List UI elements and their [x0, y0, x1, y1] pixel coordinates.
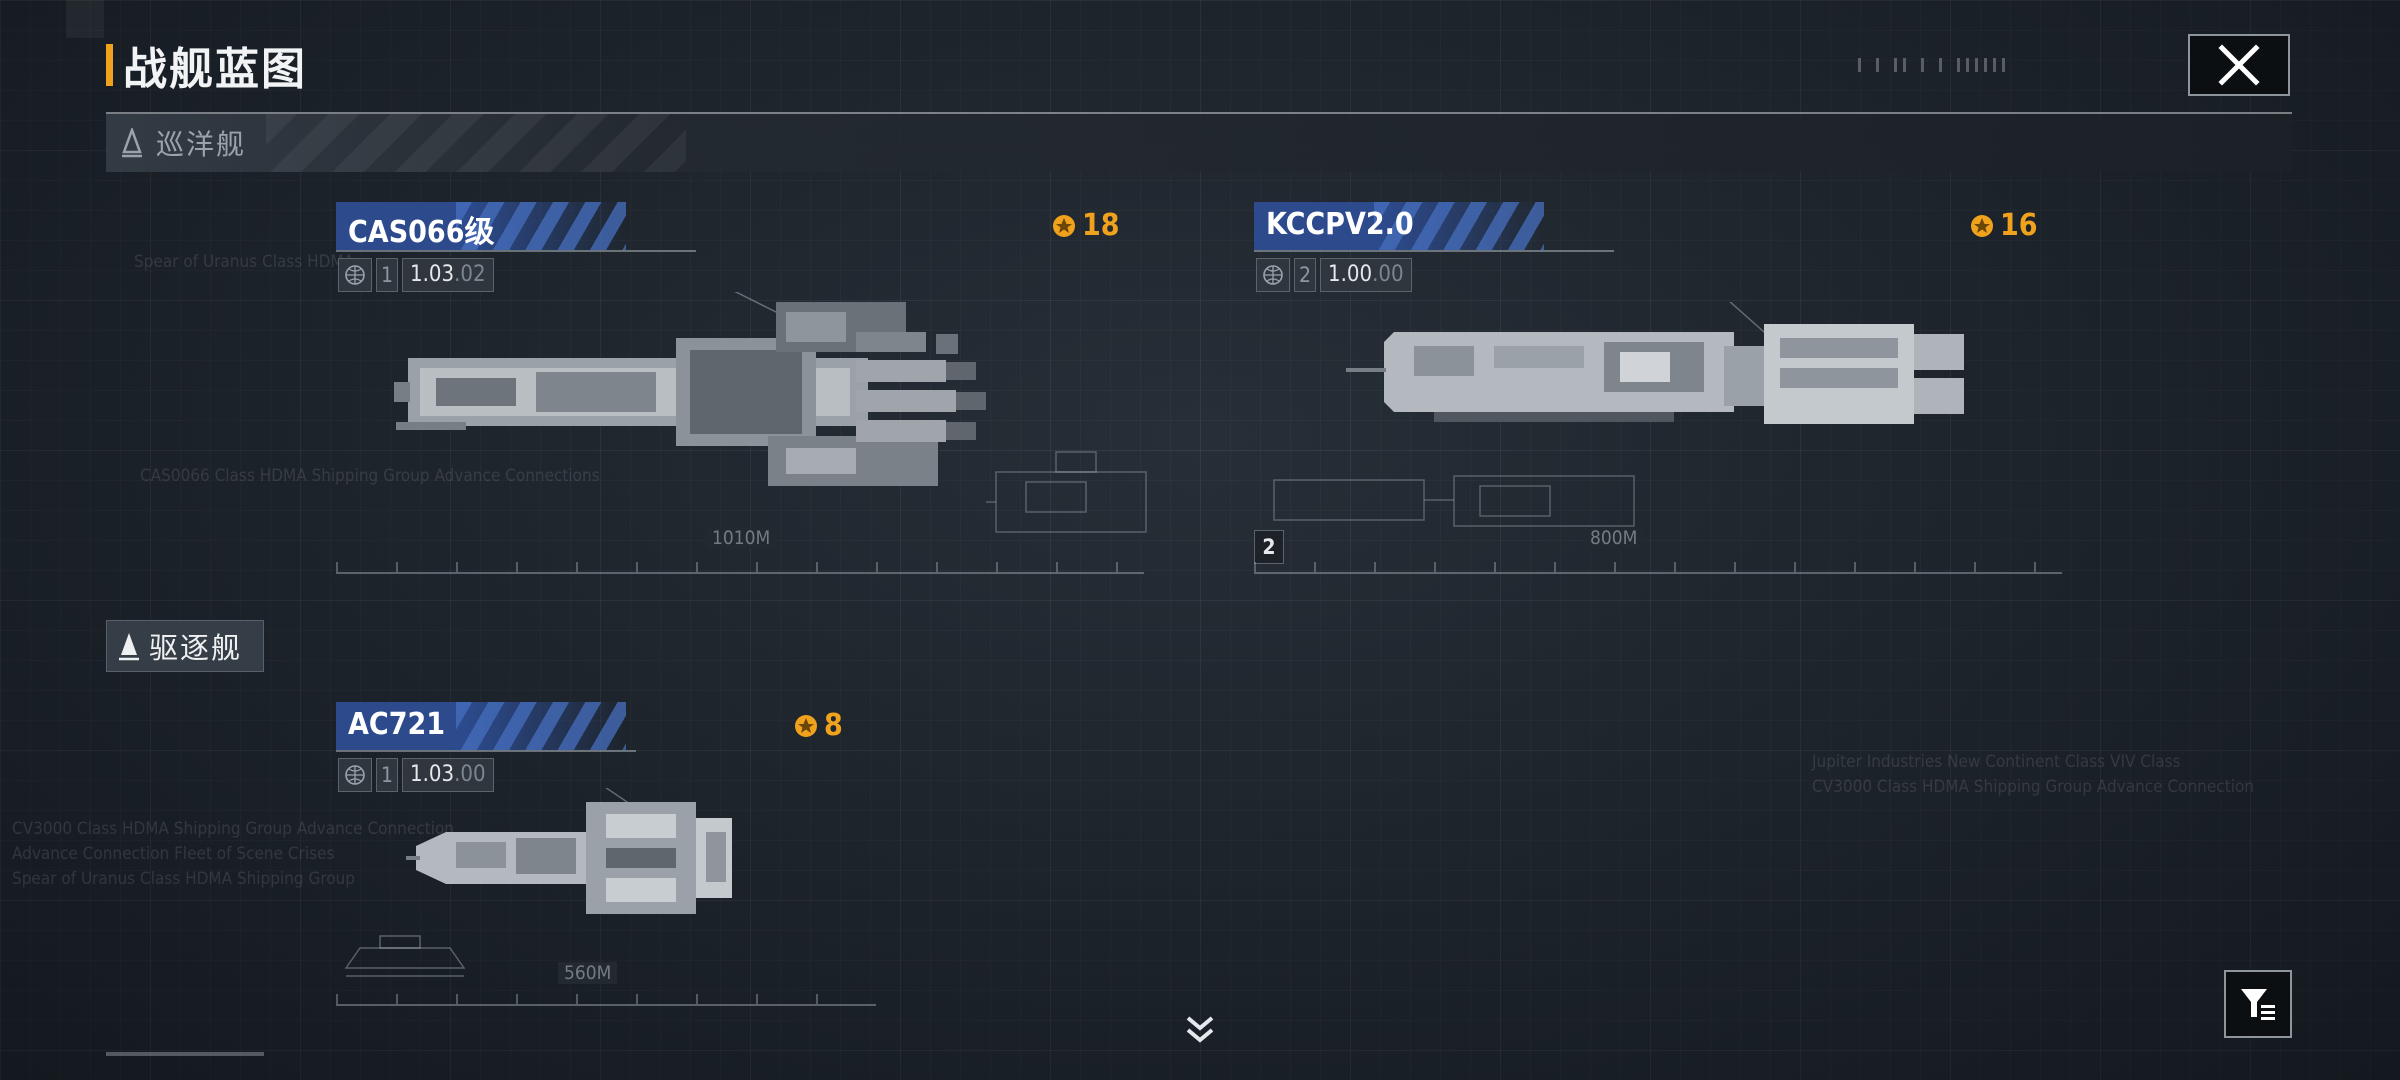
cost-emblem-icon	[1971, 214, 1993, 237]
cruiser-icon	[122, 128, 142, 158]
close-icon	[2218, 44, 2260, 86]
left-divider	[106, 1052, 264, 1056]
category-label-cruiser: 巡洋舰	[156, 128, 247, 161]
ship-cost: 18	[1050, 208, 1120, 243]
ship-stats: 1 1.03.02	[338, 258, 494, 292]
version-value: 1.00.00	[1320, 258, 1412, 292]
ship-cost: 8	[792, 708, 843, 743]
ship-card-kccpv2[interactable]: KCCPV2.0 2 1.00.00 16 2 800M	[1254, 202, 2074, 582]
tick-decoration	[1858, 58, 2005, 72]
name-underline	[336, 750, 636, 752]
ship-length: 560M	[558, 962, 618, 984]
ship-length: 1010M	[706, 527, 777, 549]
corner-decoration	[66, 0, 104, 38]
schematic-drawing	[1273, 475, 1635, 527]
category-header-cruiser[interactable]: 巡洋舰	[106, 114, 2292, 172]
filter-icon	[2241, 989, 2275, 1020]
background-text: CV3000 Class HDMA Shipping Group Advance…	[12, 819, 454, 839]
category-label-destroyer: 驱逐舰	[149, 631, 243, 665]
version-value: 1.03.02	[402, 258, 494, 292]
background-text: Spear of Uranus Class HDMA	[134, 252, 355, 272]
tier-value: 2	[1294, 258, 1317, 292]
cost-value: 8	[824, 708, 843, 743]
header: 战舰蓝图	[106, 40, 307, 95]
ship-card-cas066[interactable]: CAS066级 1 1.03.02 18	[336, 202, 1156, 582]
background-text: Jupiter Industries New Continent Class V…	[1812, 752, 2181, 772]
version-main: 1.03	[410, 762, 455, 787]
globe-icon	[338, 258, 372, 292]
category-stripes	[266, 114, 686, 172]
version-sub: .00	[454, 762, 486, 787]
page-title: 战舰蓝图	[123, 44, 307, 95]
background-text: Advance Connection Fleet of Scene Crises	[12, 844, 335, 864]
ship-name-plate: CAS066级	[336, 202, 626, 250]
schematic-drawing	[344, 935, 466, 977]
name-underline	[336, 250, 696, 252]
cost-value: 16	[2000, 208, 2038, 243]
ship-name: AC721	[348, 707, 446, 742]
name-underline	[1254, 250, 1614, 252]
ship-name: CAS066级	[348, 215, 495, 250]
ship-cost: 16	[1968, 208, 2038, 243]
tier-value: 1	[376, 258, 399, 292]
close-button[interactable]	[2188, 34, 2290, 96]
schematic-drawing	[986, 451, 1147, 533]
version-sub: .00	[1372, 262, 1404, 287]
version-sub: .02	[454, 262, 486, 287]
globe-icon	[1256, 258, 1290, 292]
ship-length: 800M	[1584, 527, 1644, 549]
ship-name: KCCPV2.0	[1266, 207, 1414, 242]
ship-name-plate: KCCPV2.0	[1254, 202, 1544, 250]
version-value: 1.03.00	[402, 758, 494, 792]
globe-icon	[338, 758, 372, 792]
chevron-double-down-icon[interactable]	[1180, 1008, 1220, 1048]
title-accent-bar	[106, 44, 113, 86]
cost-value: 18	[1082, 208, 1120, 243]
ship-stats: 1 1.03.00	[338, 758, 494, 792]
cost-emblem-icon	[1053, 214, 1075, 237]
ship-stats: 2 1.00.00	[1256, 258, 1412, 292]
version-main: 1.03	[410, 262, 455, 287]
ship-name-plate: AC721	[336, 702, 626, 750]
destroyer-icon	[119, 633, 139, 661]
background-text: CAS0066 Class HDMA Shipping Group Advanc…	[140, 466, 600, 486]
scale-ruler	[1254, 560, 2062, 574]
version-main: 1.00	[1328, 262, 1373, 287]
ship-illustration	[1346, 302, 1964, 424]
cost-emblem-icon	[795, 714, 817, 737]
tier-badge: 2	[1254, 530, 1284, 564]
ship-card-ac721[interactable]: AC721 1 1.03.00 8 560M	[336, 702, 886, 1012]
background-text: Spear of Uranus Class HDMA Shipping Grou…	[12, 869, 356, 889]
header-divider	[106, 112, 2292, 114]
scale-ruler	[336, 992, 876, 1006]
tier-value: 1	[376, 758, 399, 792]
scale-ruler	[336, 560, 1144, 574]
ship-illustration	[394, 292, 986, 486]
background-text: CV3000 Class HDMA Shipping Group Advance…	[1812, 777, 2254, 797]
filter-button[interactable]	[2224, 970, 2292, 1038]
ship-illustration	[406, 788, 732, 914]
category-tab-destroyer[interactable]: 驱逐舰	[106, 620, 264, 672]
